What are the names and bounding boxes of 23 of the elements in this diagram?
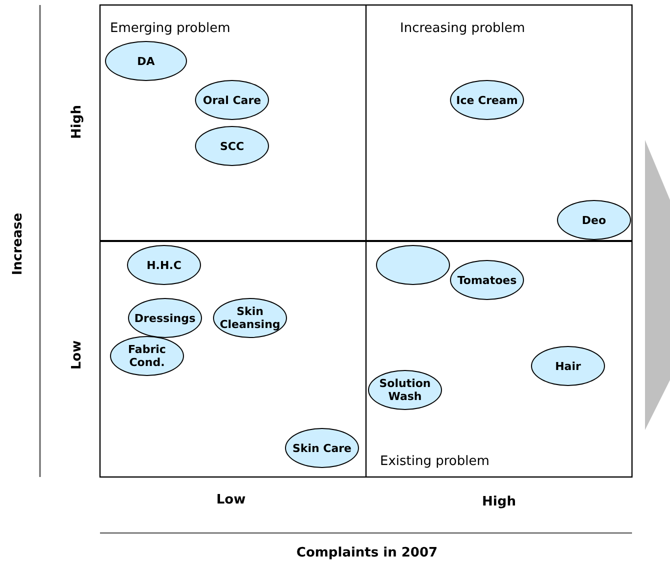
category-ellipse: Deo (557, 200, 631, 240)
category-ellipse: Dressings (128, 298, 202, 338)
axis-label: High (482, 493, 516, 512)
category-ellipse: DA (105, 41, 187, 81)
category-ellipse (376, 245, 450, 285)
category-ellipse: Tomatoes (450, 260, 524, 300)
axis-label: Complaints in 2007 (296, 544, 438, 562)
category-ellipse: Ice Cream (450, 80, 524, 120)
category-ellipse: Oral Care (195, 80, 269, 120)
axis-label: Low (68, 340, 86, 370)
axis-label: Low (216, 491, 246, 510)
quadrant-label: Increasing problem (400, 20, 526, 38)
category-ellipse: Hair (531, 346, 605, 386)
category-ellipse: Skin Care (285, 428, 359, 468)
category-ellipse: H.H.C (127, 245, 201, 285)
category-ellipse: Fabric Cond. (110, 336, 184, 376)
category-ellipse: Skin Cleansing (213, 298, 287, 338)
category-ellipse: Solution Wash (368, 370, 442, 410)
axis-label: High (68, 105, 86, 139)
axis-label: Increase (9, 212, 26, 276)
quadrant-label: Existing problem (380, 453, 490, 471)
quadrant-label: Emerging problem (110, 20, 230, 38)
category-ellipse: SCC (195, 126, 269, 166)
